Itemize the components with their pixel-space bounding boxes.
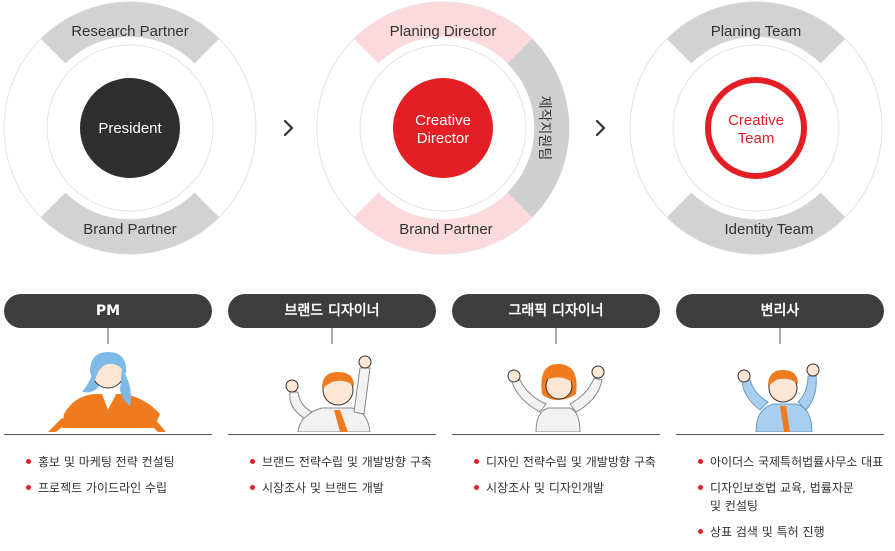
role-title: 브랜드 디자이너 — [228, 294, 436, 328]
list-item: 프로젝트 가이드라인 수립 — [26, 479, 212, 497]
center-circle — [80, 78, 180, 178]
group-creative-director: Planing Director Brand Partner 제작지원팀 Cre… — [316, 1, 570, 255]
list-item: 상표 검색 및 특허 진행 — [698, 523, 884, 541]
list-item: 브랜드 전략수립 및 개발방향 구축 — [250, 453, 436, 471]
list-item: 시장조사 및 브랜드 개발 — [250, 479, 436, 497]
center-label-line2: Director — [417, 130, 470, 147]
person-illustration — [228, 328, 436, 432]
role-pm: PM 홍보 및 마케팅 전략 컨설팅 프로젝트 가이드라인 수립 — [4, 294, 212, 505]
group-top-label: Planing Team — [711, 23, 802, 40]
divider — [452, 434, 660, 435]
group-bottom-label: Brand Partner — [399, 221, 492, 238]
role-patent-attorney: 변리사 아이더스 국제특허법률사무소 대표 디자인보호법 교육, 법률자문 및 … — [676, 294, 884, 549]
person-illustration — [452, 328, 660, 432]
role-graphic-designer: 그래픽 디자이너 디자인 전략수립 및 개발방향 구축 시장조사 및 디자인개발 — [452, 294, 660, 505]
group-president: Research Partner Brand Partner President — [3, 1, 257, 255]
role-duties: 디자인 전략수립 및 개발방향 구축 시장조사 및 디자인개발 — [452, 435, 660, 497]
segment-bottom — [40, 192, 220, 255]
center-circle — [705, 77, 807, 179]
divider — [676, 434, 884, 435]
segment-right — [507, 38, 570, 218]
group-bottom-label: Identity Team — [725, 221, 814, 238]
center-label: President — [98, 120, 162, 137]
role-title: PM — [4, 294, 212, 328]
list-item: 시장조사 및 디자인개발 — [474, 479, 660, 497]
center-label-line2: Team — [738, 130, 775, 147]
role-duties: 브랜드 전략수립 및 개발방향 구축 시장조사 및 브랜드 개발 — [228, 435, 436, 497]
role-title: 그래픽 디자이너 — [452, 294, 660, 328]
group-bottom-label: Brand Partner — [83, 221, 176, 238]
segment-bottom — [666, 192, 846, 255]
side-label: 제작지원팀 — [536, 96, 552, 160]
person-illustration — [4, 328, 212, 432]
segment-top — [353, 1, 533, 64]
role-title: 변리사 — [676, 294, 884, 328]
group-top-label: Research Partner — [71, 23, 189, 40]
org-diagram: Research Partner Brand Partner President… — [3, 1, 883, 255]
chevron-right-icon — [283, 119, 294, 137]
role-brand-designer: 브랜드 디자이너 브랜드 전략수립 및 개발방향 구축 시장조사 및 브랜드 개… — [228, 294, 436, 505]
segment-bottom — [353, 192, 533, 255]
list-item: 홍보 및 마케팅 전략 컨설팅 — [26, 453, 212, 471]
group-creative-team: Planing Team Identity Team Creative Team — [629, 1, 883, 255]
list-item: 아이더스 국제특허법률사무소 대표 — [698, 453, 884, 471]
segment-top — [666, 1, 846, 64]
list-item: 디자인보호법 교육, 법률자문 및 컨설팅 — [698, 479, 884, 515]
center-label-line1: Creative — [728, 112, 784, 129]
center-circle — [393, 78, 493, 178]
list-item: 디자인 전략수립 및 개발방향 구축 — [474, 453, 660, 471]
group-top-label: Planing Director — [390, 23, 497, 40]
segment-top — [40, 1, 220, 64]
chevron-right-icon — [595, 119, 606, 137]
divider — [228, 434, 436, 435]
role-duties: 아이더스 국제특허법률사무소 대표 디자인보호법 교육, 법률자문 및 컨설팅 … — [676, 435, 884, 541]
divider — [4, 434, 212, 435]
person-illustration — [676, 328, 884, 432]
center-label-line1: Creative — [415, 112, 471, 129]
role-duties: 홍보 및 마케팅 전략 컨설팅 프로젝트 가이드라인 수립 — [4, 435, 212, 497]
